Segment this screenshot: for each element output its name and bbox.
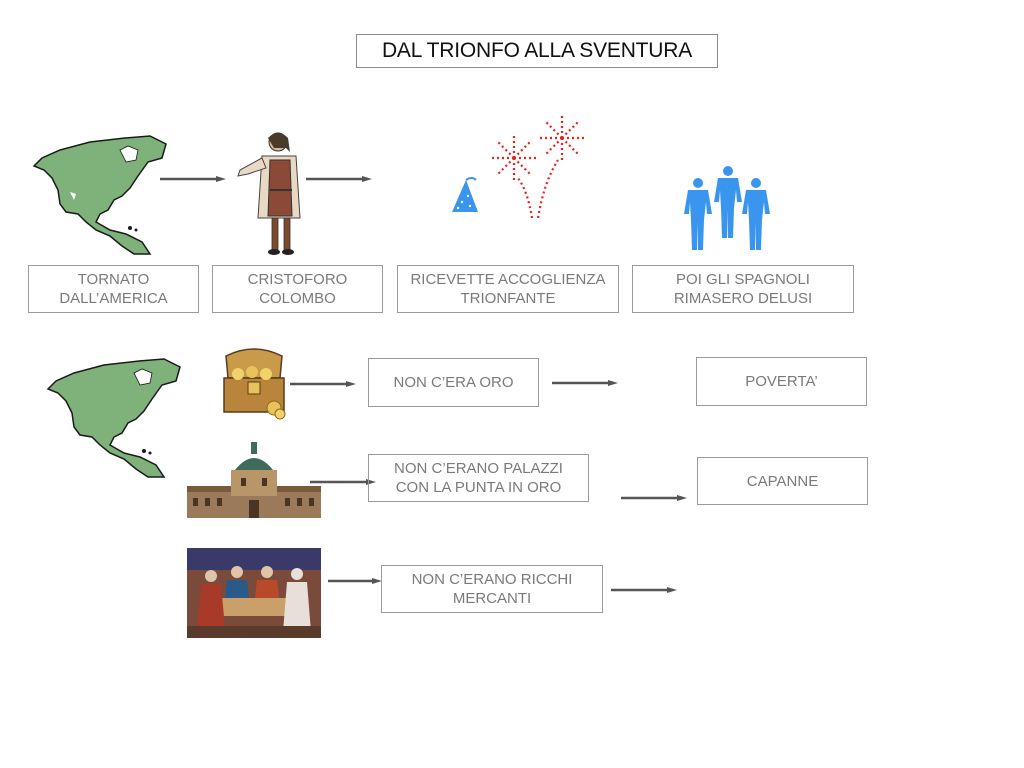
label-triumphant-welcome: RICEVETTE ACCOGLIENZA TRIONFANTE <box>397 265 619 313</box>
arrow-icon <box>552 380 618 386</box>
arrow-icon <box>621 495 687 501</box>
north-america-map-icon <box>30 130 170 258</box>
treasure-chest-icon <box>218 346 290 420</box>
label-no-golden-palaces: NON C’ERANO PALAZZI CON LA PUNTA IN ORO <box>368 454 589 502</box>
label-no-gold: NON C’ERA ORO <box>368 358 539 407</box>
label-returned-from-america: TORNATO DALL’AMERICA <box>28 265 199 313</box>
arrow-icon <box>160 176 226 182</box>
arrow-icon <box>290 381 356 387</box>
columbus-figure-icon <box>236 130 306 256</box>
arrow-icon <box>328 578 382 584</box>
label-huts: CAPANNE <box>697 457 868 505</box>
label-christopher-columbus: CRISTOFORO COLOMBO <box>212 265 383 313</box>
label-no-rich-merchants: NON C’ERANO RICCHI MERCANTI <box>381 565 603 613</box>
arrow-icon <box>310 479 376 485</box>
party-hat-icon <box>448 176 482 216</box>
palace-icon <box>187 440 321 518</box>
arrow-icon <box>611 587 677 593</box>
arrow-icon <box>306 176 372 182</box>
north-america-map-icon <box>44 352 184 482</box>
three-people-icon <box>680 164 776 252</box>
label-spanish-disappointed: POI GLI SPAGNOLI RIMASERO DELUSI <box>632 265 854 313</box>
merchants-painting-icon <box>187 548 321 638</box>
fireworks-icon <box>488 112 588 222</box>
page-title: DAL TRIONFO ALLA SVENTURA <box>356 34 718 68</box>
label-poverty: POVERTA’ <box>696 357 867 406</box>
